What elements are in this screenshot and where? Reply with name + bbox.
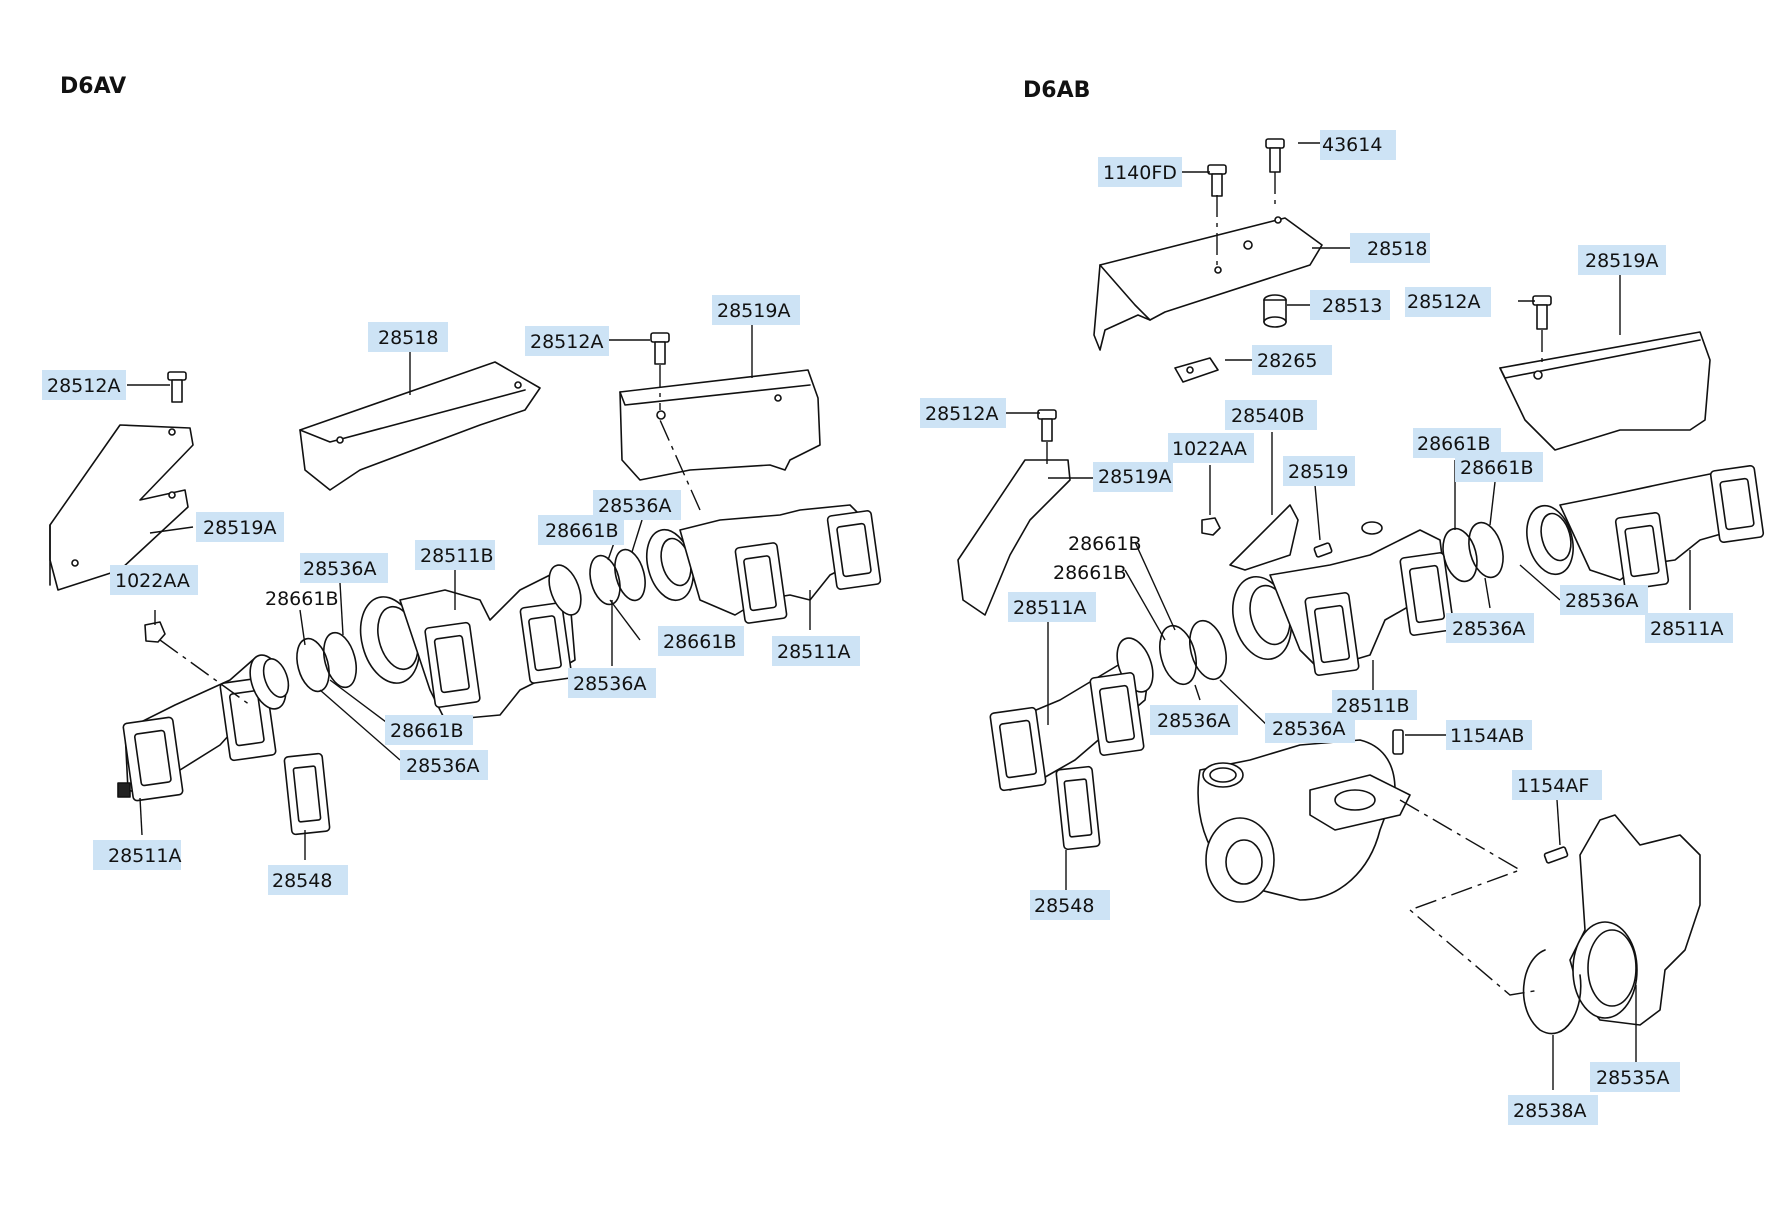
callout-28538A: 28538A xyxy=(1513,1100,1586,1122)
callout-28511A: 28511A xyxy=(1013,597,1086,619)
callout-28511A: 28511A xyxy=(777,641,850,663)
bolt-28512A-right-left xyxy=(1037,409,1057,442)
callout-28512A: 28512A xyxy=(530,331,603,353)
callout-28536A: 28536A xyxy=(406,755,479,777)
callout-28536A: 28536A xyxy=(1157,710,1230,732)
callout-28536A: 28536A xyxy=(1565,590,1638,612)
callout-28511B: 28511B xyxy=(1336,695,1409,717)
heat-shield-28518-left xyxy=(299,361,541,491)
callout-28512A: 28512A xyxy=(925,403,998,425)
ring-28536A-left xyxy=(322,631,358,689)
callout-28519: 28519 xyxy=(1288,461,1348,483)
callout-28519A: 28519A xyxy=(203,517,276,539)
ring-28661B-right xyxy=(589,554,621,606)
callout-28536A: 28536A xyxy=(573,673,646,695)
callout-28661B: 28661B xyxy=(265,588,338,610)
stud-28519 xyxy=(1313,542,1333,558)
callout-28513: 28513 xyxy=(1322,295,1382,317)
callout-28661B: 28661B xyxy=(1417,433,1490,455)
callout-28536A: 28536A xyxy=(1272,718,1345,740)
callout-28511B: 28511B xyxy=(420,545,493,567)
callout-28511A: 28511A xyxy=(1650,618,1723,640)
callout-28661B: 28661B xyxy=(1053,562,1126,584)
callout-28536A: 28536A xyxy=(1452,618,1525,640)
heat-shield-28519A-right xyxy=(1499,331,1711,451)
bracket-28540B xyxy=(1229,504,1299,571)
d6av-drawing xyxy=(49,332,882,836)
callout-28661B: 28661B xyxy=(1460,457,1533,479)
callout-1154AF: 1154AF xyxy=(1517,775,1589,797)
callout-28548: 28548 xyxy=(1034,895,1094,917)
callout-1140FD: 1140FD xyxy=(1103,162,1177,184)
callout-28535A: 28535A xyxy=(1596,1067,1669,1089)
section-title-d6av: D6AV xyxy=(60,74,126,99)
ring-28661B-left xyxy=(296,637,330,693)
callout-28518: 28518 xyxy=(1367,238,1427,260)
ring-28536A-right xyxy=(614,548,646,602)
callout-28536A: 28536A xyxy=(303,558,376,580)
bolt-43614 xyxy=(1265,138,1285,173)
heat-shield-28519A-top xyxy=(619,369,821,481)
callout-28661B: 28661B xyxy=(545,520,618,542)
nut-1022AA-left xyxy=(144,621,166,643)
callout-28519A: 28519A xyxy=(717,300,790,322)
callout-28540B: 28540B xyxy=(1231,405,1304,427)
callout-1022AA: 1022AA xyxy=(1172,438,1247,460)
bolt-28512A-left xyxy=(167,371,187,403)
d6ab-drawing xyxy=(957,138,1765,1035)
leader-lines xyxy=(127,142,1691,1090)
callout-28548: 28548 xyxy=(272,870,332,892)
stud-1154AF xyxy=(1543,846,1569,864)
bolt-28512A-top xyxy=(650,332,670,365)
callout-28512A: 28512A xyxy=(47,375,120,397)
callout-28519A: 28519A xyxy=(1585,250,1658,272)
callout-28511A: 28511A xyxy=(108,845,181,867)
section-title-d6ab: D6AB xyxy=(1023,78,1090,103)
callout-28519A: 28519A xyxy=(1098,466,1171,488)
turbocharger xyxy=(1197,739,1411,903)
bolt-28512A-right-top xyxy=(1532,295,1552,330)
callout-labels: 28512A 28518 28512A 28519A 28519A 1022AA… xyxy=(42,130,1733,1125)
clamp-ring-28538A xyxy=(1522,949,1582,1035)
callout-28265: 28265 xyxy=(1257,350,1317,372)
callout-28661B: 28661B xyxy=(390,720,463,742)
heat-shield-28518-right xyxy=(1093,217,1323,351)
stud-1154AB xyxy=(1392,729,1404,755)
callout-28536A: 28536A xyxy=(598,495,671,517)
nut-1022AA-right xyxy=(1201,517,1221,536)
callout-1154AB: 1154AB xyxy=(1450,725,1524,747)
callout-43614: 43614 xyxy=(1322,134,1382,156)
callout-28518: 28518 xyxy=(378,327,438,349)
spacer-28513 xyxy=(1263,294,1287,328)
bolt-1140FD xyxy=(1207,164,1227,197)
bracket-28519A-mid xyxy=(957,459,1071,616)
callout-28661B: 28661B xyxy=(663,631,736,653)
bracket-28519A-left xyxy=(49,424,194,591)
callout-1022AA: 1022AA xyxy=(115,570,190,592)
callout-28661B: 28661B xyxy=(1068,533,1141,555)
plate-28265 xyxy=(1174,357,1219,383)
callout-28512A: 28512A xyxy=(1407,291,1480,313)
